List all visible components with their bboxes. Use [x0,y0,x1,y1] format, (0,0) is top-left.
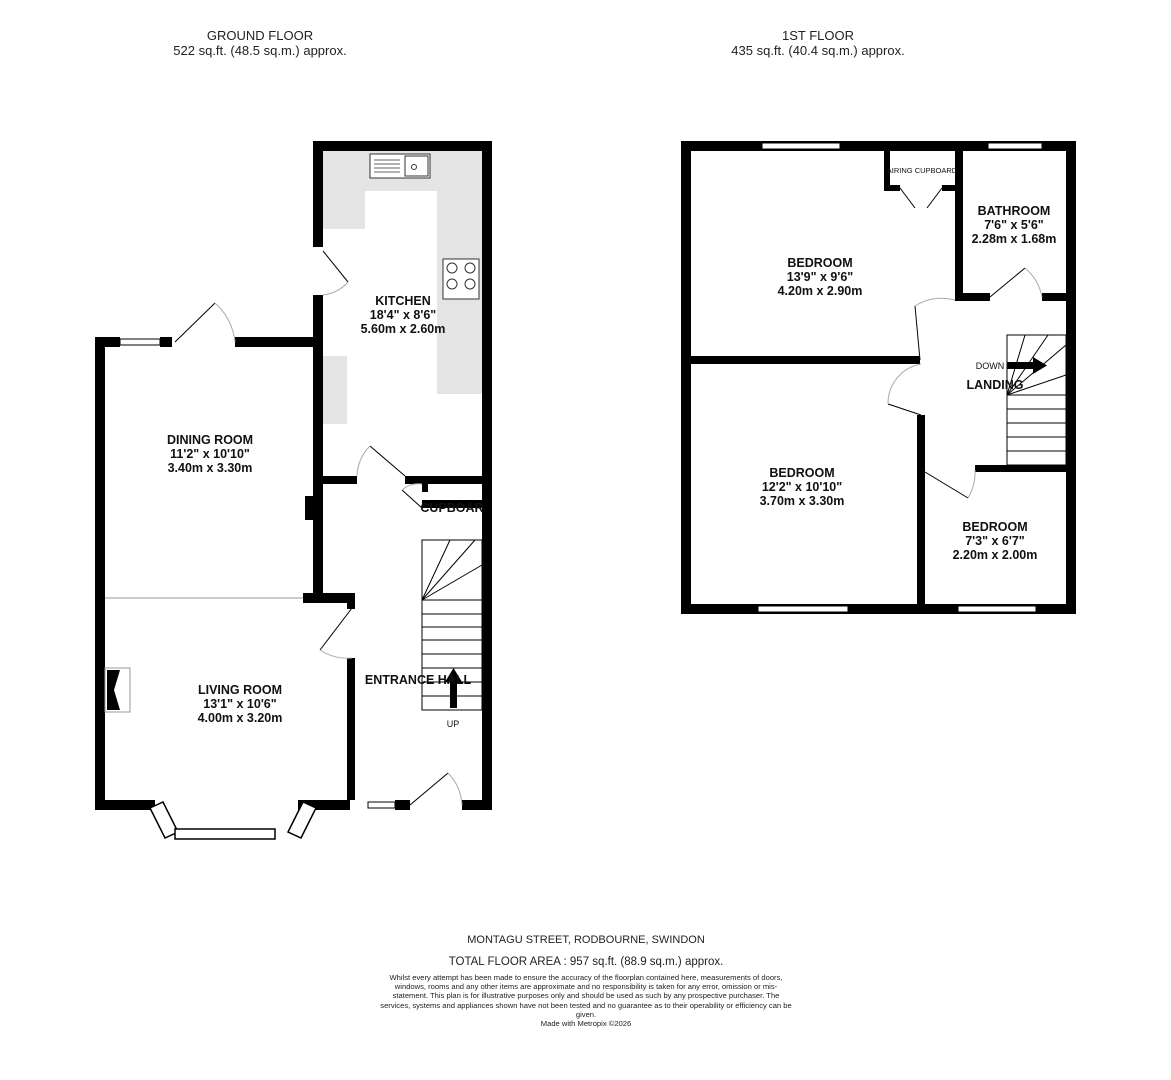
bedroom-1-metric: 4.20m x 2.90m [778,284,863,298]
first-stairs [1006,334,1067,466]
hob-icon [442,258,480,300]
first-floor-title: 1ST FLOOR [781,28,854,43]
kitchen-name: KITCHEN [375,294,431,308]
stairs-down-arrow-icon [1007,357,1047,374]
disclaimer-text: Whilst every attempt has been made to en… [380,973,792,1019]
stairs-down-label: DOWN [976,361,1005,371]
ground-floor-title: GROUND FLOOR [206,28,314,43]
kitchen-imperial: 18'4" x 8'6" [370,308,437,322]
windows [119,338,396,809]
sink-icon [369,153,431,179]
bay-window [148,801,318,840]
living-room-metric: 4.00m x 3.20m [198,711,283,725]
doors [174,250,463,806]
first-floor-area: 435 sq.ft. (40.4 sq.m.) approx. [731,43,905,58]
landing-name: LANDING [967,378,1024,392]
credit: Made with Metropix ©2026 [540,1019,632,1029]
disclaimer: Whilst every attempt has been made to en… [380,973,792,1028]
stairs-up-arrow-icon [445,668,462,708]
ground-stairs [421,539,483,711]
bedroom-1-imperial: 13'9" x 9'6" [787,270,854,284]
dining-room-imperial: 11'2" x 10'10" [170,447,250,461]
ground-floor-plan: UP KITCHEN 18'4" x 8'6" 5.60m x 2.60m DI… [95,141,492,840]
property-address: MONTAGU STREET, RODBOURNE, SWINDON [467,934,705,946]
bedroom-1-name: BEDROOM [787,256,852,270]
living-room-imperial: 13'1" x 10'6" [203,697,276,711]
living-room-name: LIVING ROOM [198,683,282,697]
first-floor-walls [681,141,1076,614]
first-floor-plan: DOWN BEDROOM 13'9" x 9'6" 4.20m x 2.90m … [681,141,1076,614]
windows [757,142,1043,613]
bedroom-3-imperial: 7'3" x 6'7" [965,534,1025,548]
total-floor-area: TOTAL FLOOR AREA : 957 sq.ft. (88.9 sq.m… [448,956,724,968]
bedroom-3-name: BEDROOM [962,520,1027,534]
ground-floor-header: GROUND FLOOR 522 sq.ft. (48.5 sq.m.) app… [110,28,410,58]
ground-floor-walls [95,141,492,810]
stairs-up-label: UP [447,719,460,729]
bedroom-2-imperial: 12'2" x 10'10" [762,480,842,494]
entrance-hall-name: ENTRANCE HALL [365,673,472,687]
airing-cupboard-name: AIRING CUPBOARD [887,166,958,175]
bedroom-3-metric: 2.20m x 2.00m [953,548,1038,562]
kitchen-metric: 5.60m x 2.60m [361,322,446,336]
ground-floor-area: 522 sq.ft. (48.5 sq.m.) approx. [173,43,347,58]
doors [887,187,1043,499]
dining-room-metric: 3.40m x 3.30m [168,461,253,475]
fireplace [104,667,131,713]
first-floor-header: 1ST FLOOR 435 sq.ft. (40.4 sq.m.) approx… [668,28,968,58]
cupboard-name: CUPBOAR [420,501,483,515]
bathroom-name: BATHROOM [978,204,1051,218]
bedroom-2-name: BEDROOM [769,466,834,480]
bathroom-metric: 2.28m x 1.68m [972,232,1057,246]
bedroom-2-metric: 3.70m x 3.30m [760,494,845,508]
dining-room-name: DINING ROOM [167,433,253,447]
bathroom-imperial: 7'6" x 5'6" [984,218,1044,232]
